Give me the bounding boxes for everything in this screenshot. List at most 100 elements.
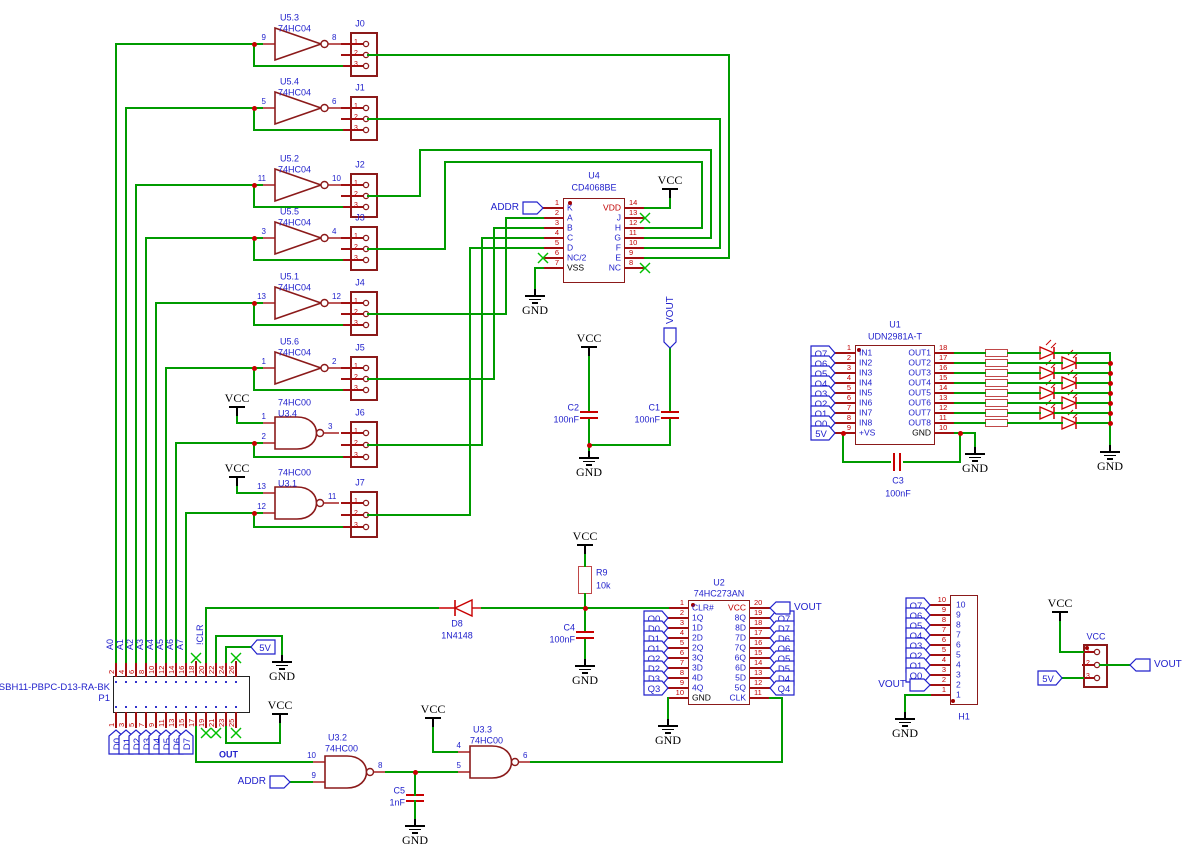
- gnd-symbol[interactable]: [414, 819, 416, 827]
- capacitor-C3[interactable]: [892, 452, 895, 472]
- wire[interactable]: [367, 118, 721, 120]
- ic-U1[interactable]: [855, 345, 935, 445]
- net-label-out[interactable]: OUT: [219, 749, 238, 760]
- wire[interactable]: [195, 761, 313, 763]
- gnd-symbol[interactable]: [281, 655, 283, 663]
- diode-d8[interactable]: [438, 596, 482, 620]
- wire[interactable]: [253, 65, 343, 67]
- inverter-U5.5[interactable]: [261, 218, 341, 258]
- hier-label-text[interactable]: VOUT: [1154, 658, 1182, 670]
- resistor-led-0[interactable]: [985, 349, 1008, 357]
- hier-label-text[interactable]: ADDR: [490, 201, 519, 213]
- wire[interactable]: [195, 726, 197, 763]
- capacitor-C4[interactable]: [575, 630, 595, 633]
- hier-label-text[interactable]: VOUT: [878, 678, 906, 690]
- wire[interactable]: [125, 107, 263, 109]
- ic-U2[interactable]: [688, 600, 750, 705]
- gnd-symbol[interactable]: [904, 712, 906, 720]
- wire[interactable]: [165, 367, 263, 369]
- wire[interactable]: [225, 742, 281, 744]
- wire[interactable]: [367, 313, 507, 315]
- connector-h1[interactable]: [950, 595, 978, 705]
- wire[interactable]: [1007, 382, 1063, 384]
- wire[interactable]: [253, 526, 343, 528]
- wire[interactable]: [954, 402, 986, 404]
- wire[interactable]: [469, 247, 471, 516]
- wire[interactable]: [667, 697, 669, 721]
- resistor-led-6[interactable]: [985, 409, 1008, 417]
- nand-gate-U3.4[interactable]: [261, 411, 339, 455]
- led-0[interactable]: [1038, 339, 1060, 361]
- wire[interactable]: [215, 635, 283, 637]
- wire[interactable]: [469, 247, 544, 249]
- wire[interactable]: [505, 217, 507, 315]
- wire[interactable]: [903, 461, 961, 463]
- wire[interactable]: [125, 107, 127, 663]
- wire[interactable]: [253, 512, 255, 528]
- resistor-led-7[interactable]: [985, 419, 1008, 427]
- capacitor-C4[interactable]: [575, 637, 595, 640]
- wire[interactable]: [444, 161, 703, 163]
- global-label-5v[interactable]: 5V: [810, 425, 836, 441]
- wire[interactable]: [367, 195, 421, 197]
- wire[interactable]: [644, 247, 721, 249]
- wire[interactable]: [253, 107, 255, 131]
- gnd-symbol[interactable]: [974, 447, 976, 455]
- wire[interactable]: [279, 721, 281, 744]
- wire[interactable]: [584, 639, 586, 661]
- wire[interactable]: [1007, 362, 1063, 364]
- wire[interactable]: [205, 607, 439, 609]
- wire[interactable]: [481, 237, 544, 239]
- hier-label-vout[interactable]: [1129, 658, 1151, 672]
- wire[interactable]: [669, 419, 671, 446]
- wire[interactable]: [419, 149, 421, 197]
- wire[interactable]: [155, 302, 157, 663]
- wire[interactable]: [904, 694, 931, 696]
- gnd-symbol[interactable]: [667, 719, 669, 727]
- wire[interactable]: [367, 378, 495, 380]
- resistor-r9[interactable]: [578, 566, 592, 594]
- wire[interactable]: [1076, 402, 1111, 404]
- wire[interactable]: [1007, 402, 1063, 404]
- wire[interactable]: [769, 697, 783, 699]
- inverter-U5.1[interactable]: [261, 283, 341, 323]
- resistor-led-3[interactable]: [985, 379, 1008, 387]
- hier-label-addr[interactable]: [269, 775, 291, 789]
- wire[interactable]: [1099, 664, 1131, 666]
- wire[interactable]: [710, 149, 712, 239]
- wire[interactable]: [225, 646, 227, 663]
- wire[interactable]: [781, 697, 783, 763]
- wire[interactable]: [1054, 412, 1111, 414]
- wire[interactable]: [253, 367, 255, 391]
- wire[interactable]: [135, 184, 263, 186]
- wire[interactable]: [367, 514, 471, 516]
- wire[interactable]: [1007, 372, 1041, 374]
- wire[interactable]: [954, 362, 986, 364]
- wire[interactable]: [236, 484, 238, 494]
- wire[interactable]: [954, 382, 986, 384]
- wire[interactable]: [584, 552, 586, 567]
- wire[interactable]: [385, 771, 458, 773]
- wire[interactable]: [644, 257, 730, 259]
- wire[interactable]: [701, 161, 703, 229]
- wire[interactable]: [367, 444, 483, 446]
- wire[interactable]: [1054, 352, 1111, 354]
- global-label-q3[interactable]: Q3: [643, 680, 669, 696]
- wire[interactable]: [644, 237, 712, 239]
- wire[interactable]: [289, 781, 313, 783]
- wire[interactable]: [1076, 382, 1111, 384]
- wire[interactable]: [974, 432, 976, 449]
- global-label-5v[interactable]: 5V: [1037, 670, 1063, 686]
- gnd-symbol[interactable]: [1109, 445, 1111, 453]
- wire[interactable]: [175, 442, 177, 663]
- wire[interactable]: [954, 352, 986, 354]
- wire[interactable]: [481, 607, 669, 609]
- wire[interactable]: [253, 43, 255, 67]
- wire[interactable]: [584, 593, 586, 631]
- wire[interactable]: [367, 248, 446, 250]
- nand-gate-U3.3[interactable]: [456, 740, 534, 784]
- resistor-led-1[interactable]: [985, 359, 1008, 367]
- wire[interactable]: [185, 512, 187, 663]
- global-label-5v[interactable]: 5V: [250, 639, 276, 655]
- hier-label-text[interactable]: VOUT: [794, 601, 822, 613]
